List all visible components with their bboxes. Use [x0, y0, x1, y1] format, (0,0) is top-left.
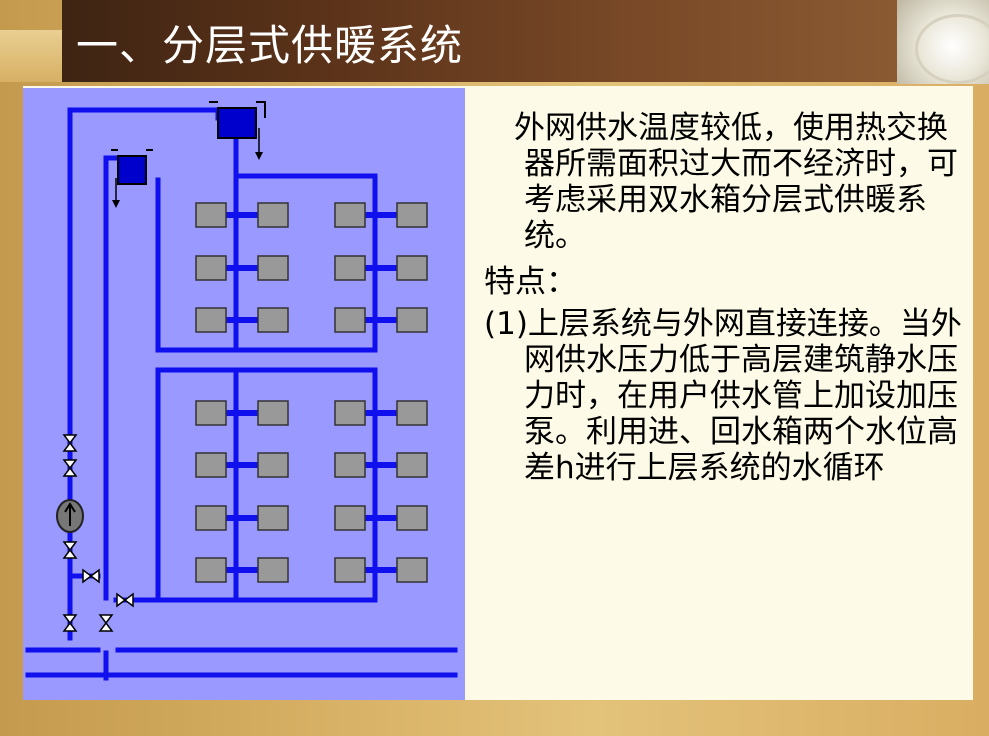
radiator	[396, 400, 428, 426]
valve-icon	[62, 459, 78, 477]
radiator	[195, 255, 227, 281]
radiator	[334, 452, 366, 478]
radiator	[257, 505, 289, 531]
intro-paragraph: 外网供水温度较低，使用热交换器所需面积过大而不经济时，可考虑采用双水箱分层式供暖…	[514, 110, 958, 254]
radiator	[257, 307, 289, 333]
valve-icon	[62, 541, 78, 559]
radiator	[195, 505, 227, 531]
radiator	[257, 202, 289, 228]
radiator	[334, 557, 366, 583]
radiator	[334, 400, 366, 426]
radiator	[257, 452, 289, 478]
heating-system-diagram	[23, 88, 465, 700]
valve-icon	[116, 592, 134, 608]
radiator	[396, 255, 428, 281]
radiator	[257, 255, 289, 281]
decor-left-block	[0, 30, 62, 82]
decor-image	[897, 0, 989, 84]
radiator	[396, 505, 428, 531]
radiator	[334, 505, 366, 531]
valve-icon	[62, 434, 78, 452]
radiator	[195, 557, 227, 583]
radiator	[396, 557, 428, 583]
radiator	[195, 400, 227, 426]
valve-icon	[82, 568, 100, 584]
valve-icon	[62, 614, 78, 632]
valve-icon	[98, 614, 114, 632]
radiator	[257, 557, 289, 583]
slide-title: 一、分层式供暖系统	[76, 21, 464, 70]
upper-water-tank	[209, 101, 266, 160]
radiator	[334, 307, 366, 333]
point-1: (1)上层系统与外网直接连接。当外网供水压力低于高层建筑静水压力时，在用户供水管…	[484, 306, 962, 486]
radiator	[257, 400, 289, 426]
radiator	[396, 452, 428, 478]
pump-icon	[56, 499, 84, 533]
radiator	[334, 255, 366, 281]
radiator	[396, 202, 428, 228]
radiator-grid	[195, 202, 428, 583]
radiator	[396, 307, 428, 333]
lower-water-tank	[111, 149, 153, 208]
title-bar	[62, 0, 897, 82]
text-block: 外网供水温度较低，使用热交换器所需面积过大而不经济时，可考虑采用双水箱分层式供暖…	[484, 110, 964, 486]
radiator	[334, 202, 366, 228]
radiator	[195, 202, 227, 228]
radiator	[195, 452, 227, 478]
radiator	[195, 307, 227, 333]
features-label: 特点：	[484, 264, 577, 300]
